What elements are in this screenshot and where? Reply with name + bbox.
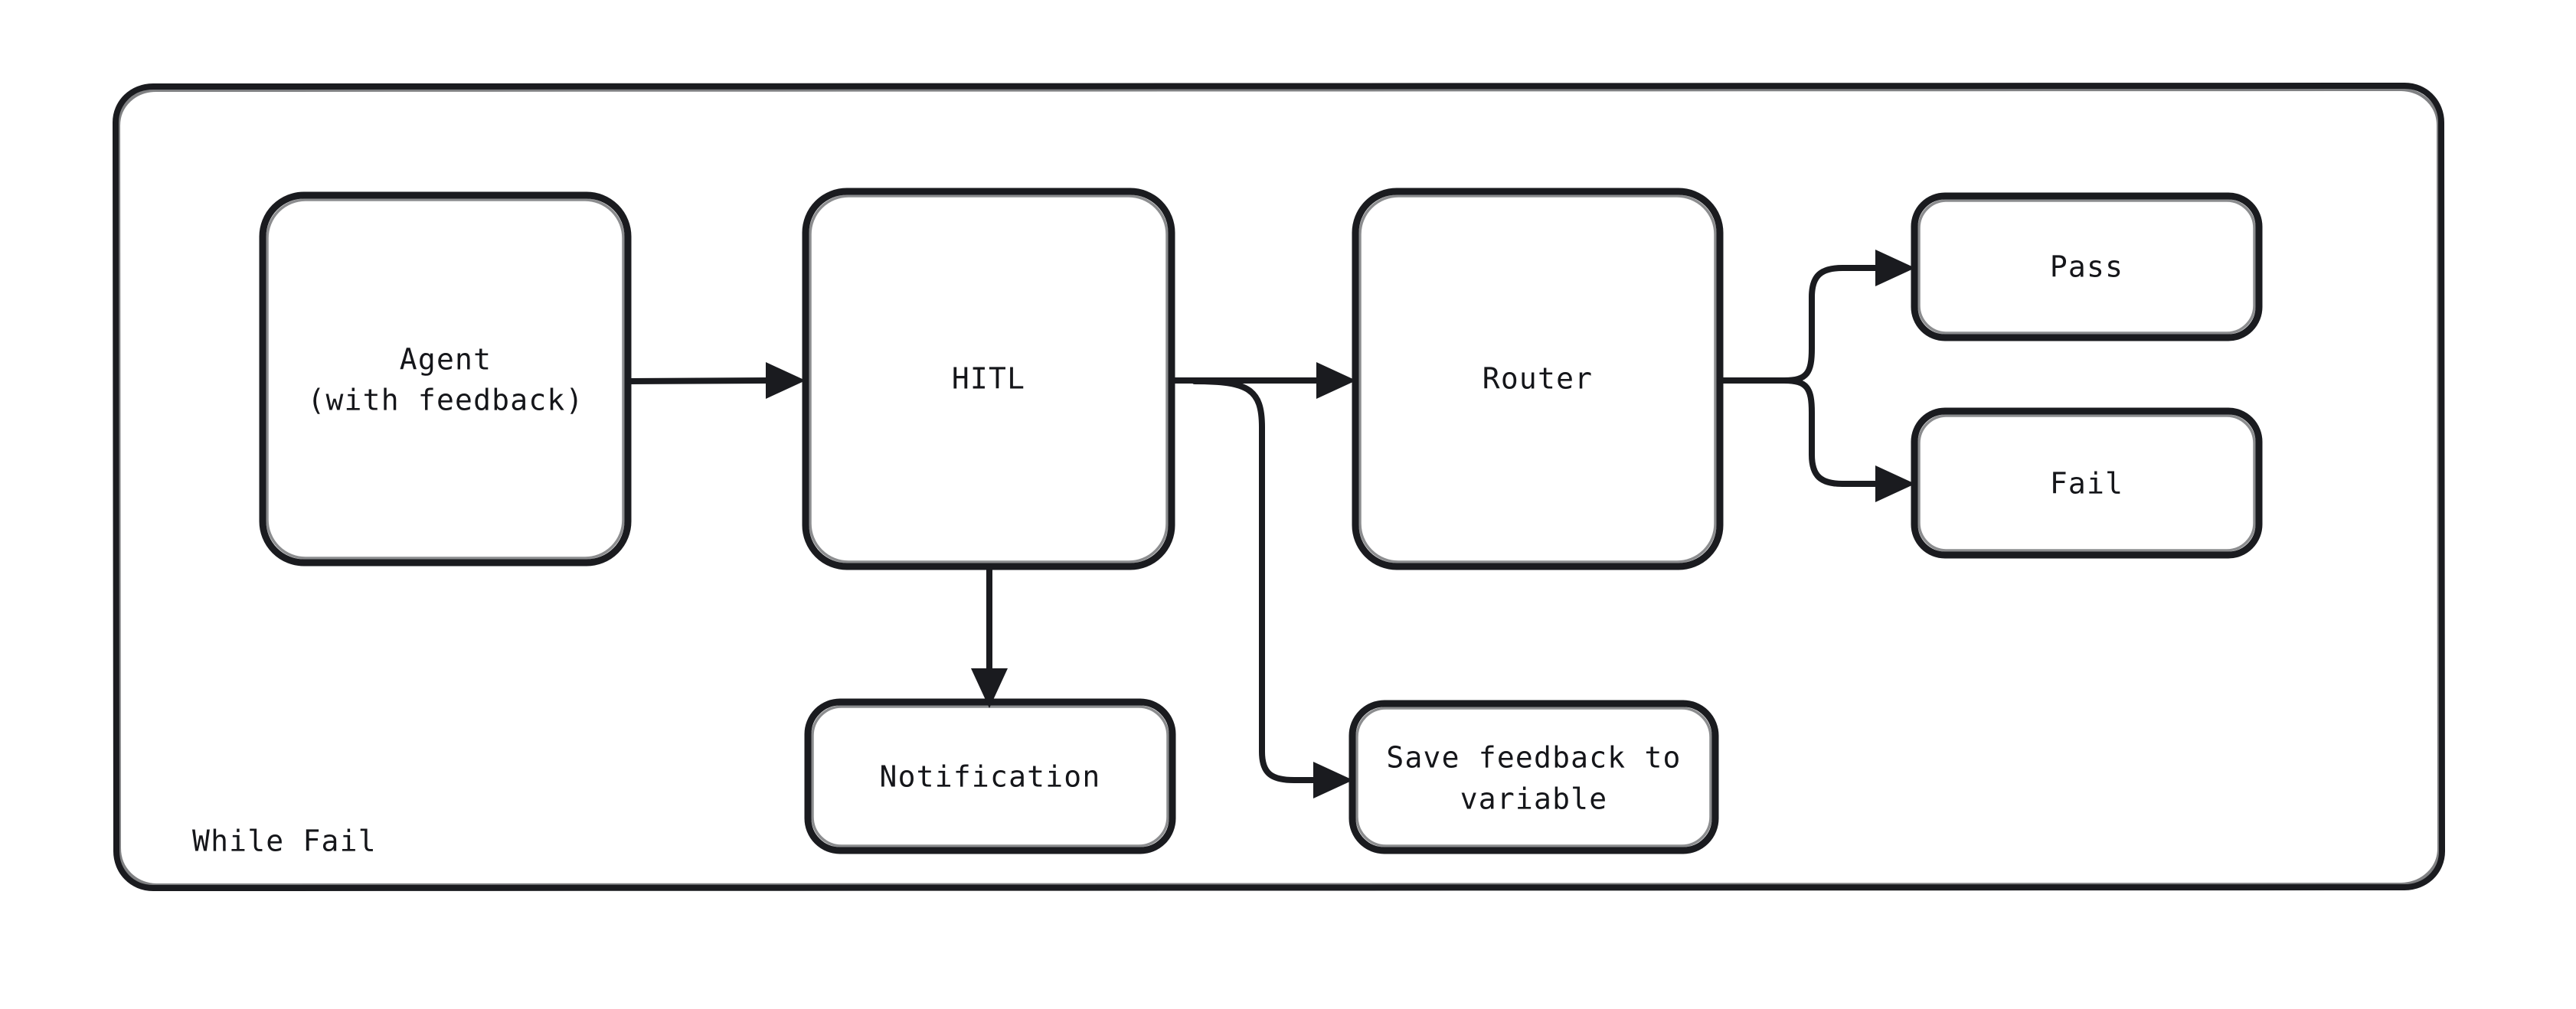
node-save-feedback[interactable] (1348, 700, 1719, 854)
node-router-sketch-pass (1358, 194, 1717, 563)
node-save-feedback-label-line1: Save feedback to (1386, 741, 1681, 775)
node-agent-label-line2: (with feedback) (307, 384, 584, 417)
edge-router-to-fail (1717, 377, 1915, 502)
while-fail-group-label: While Fail (192, 825, 377, 858)
node-save-feedback-label-line2: variable (1460, 782, 1608, 816)
node-notification-label: Notification (880, 760, 1101, 794)
node-notification-sketch-pass (811, 705, 1169, 847)
node-save-feedback-sketch-pass (1355, 707, 1712, 847)
edge-agent-to-hitl (626, 362, 806, 399)
node-pass[interactable] (1911, 192, 2263, 341)
node-router-label: Router (1483, 362, 1593, 396)
node-fail[interactable] (1911, 407, 2263, 559)
node-agent-sketch-pass (266, 198, 625, 560)
node-agent[interactable] (259, 191, 632, 567)
node-hitl-label: HITL (952, 362, 1025, 396)
edge-hitl-to-notification (971, 564, 1008, 708)
node-fail-sketch-pass (1917, 414, 2256, 552)
node-pass-sketch-pass (1917, 199, 2256, 335)
node-agent-label-line1: Agent (400, 343, 492, 377)
node-pass-label: Pass (2050, 250, 2123, 284)
edge-hitl-to-save-feedback (1192, 378, 1353, 798)
while-fail-group-container-sketch-pass (117, 88, 2440, 887)
node-fail-label: Fail (2050, 467, 2123, 501)
node-hitl-sketch-pass (809, 194, 1169, 563)
